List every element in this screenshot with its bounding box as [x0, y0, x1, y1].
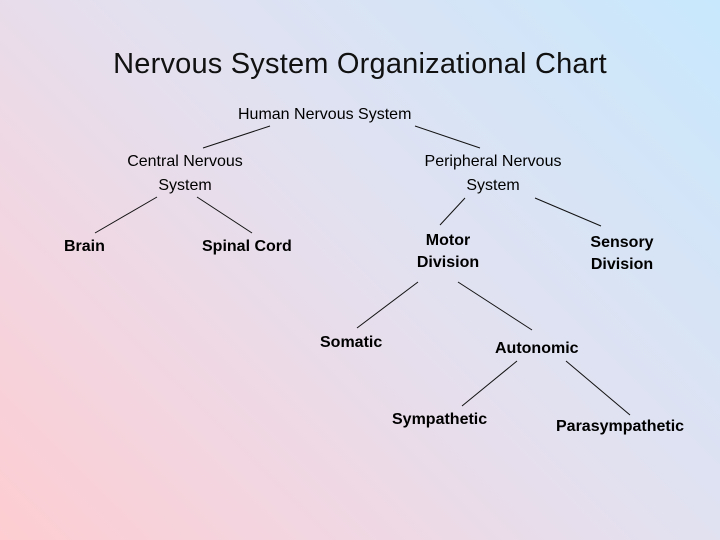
connector-cns-spinal-cord — [196, 196, 253, 234]
node-somatic: Somatic — [320, 331, 382, 355]
connector-human-cns — [202, 125, 271, 149]
node-motor-label-line2: Division — [416, 254, 480, 271]
connector-human-pns — [414, 125, 481, 149]
node-pns-label-line2: System — [466, 177, 520, 194]
connector-autonomic-parasympathetic — [565, 360, 631, 416]
node-parasympathetic: Parasympathetic — [556, 415, 684, 439]
node-central-nervous-system: Central Nervous System — [112, 150, 258, 198]
node-spinal-cord: Spinal Cord — [202, 235, 292, 259]
connector-autonomic-sympathetic — [461, 360, 518, 407]
node-motor-division: Motor Division — [408, 230, 488, 274]
connector-pns-sensory — [534, 197, 602, 227]
node-autonomic: Autonomic — [495, 337, 579, 361]
node-pns-label-line1: Peripheral Nervous — [424, 153, 562, 170]
node-cns-label-line1: Central Nervous — [127, 153, 243, 170]
node-parasympathetic-label: Parasympathetic — [556, 418, 685, 435]
node-spinal-cord-label: Spinal Cord — [202, 238, 292, 255]
node-human-nervous-system: Human Nervous System — [238, 103, 411, 127]
node-cns-label-line2: System — [158, 177, 212, 194]
connector-motor-somatic — [356, 281, 419, 329]
connector-pns-motor — [439, 197, 466, 226]
node-motor-label-line1: Motor — [425, 232, 471, 249]
node-somatic-label: Somatic — [320, 334, 383, 351]
page-title: Nervous System Organizational Chart — [113, 48, 607, 80]
node-human-label: Human Nervous System — [238, 106, 412, 123]
node-peripheral-nervous-system: Peripheral Nervous System — [407, 150, 579, 198]
node-brain-label: Brain — [64, 238, 105, 255]
node-autonomic-label: Autonomic — [495, 340, 579, 357]
connector-cns-brain — [94, 196, 158, 234]
node-sympathetic-label: Sympathetic — [392, 411, 488, 428]
node-brain: Brain — [64, 235, 105, 259]
node-sensory-label-line2: Division — [590, 256, 654, 273]
node-sensory-label-line1: Sensory — [590, 234, 654, 251]
node-sympathetic: Sympathetic — [392, 408, 487, 432]
node-sensory-division: Sensory Division — [580, 232, 664, 276]
connector-motor-autonomic — [457, 281, 533, 331]
